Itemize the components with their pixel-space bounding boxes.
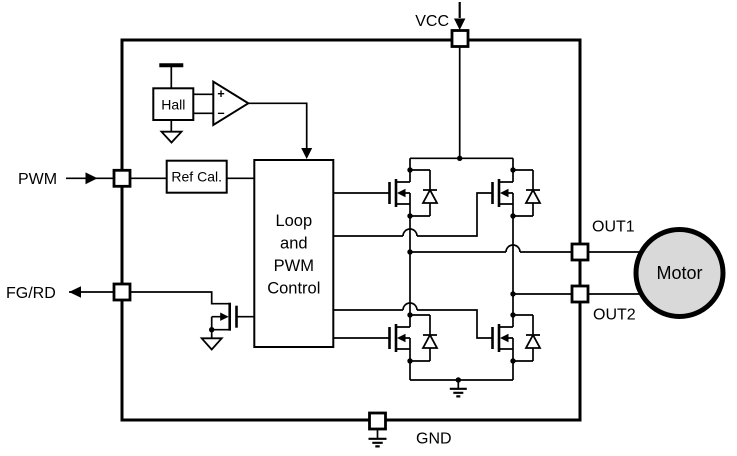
fg-mosfet	[209, 302, 255, 339]
fg-rd-pin	[112, 282, 132, 302]
motor: Motor	[633, 227, 726, 319]
loop-pwm-control-block: Loop and PWM Control	[253, 159, 335, 348]
ref-cal-block	[165, 159, 228, 194]
mosfet-low-side-right	[491, 310, 542, 366]
pwm-label: PWM	[18, 171, 57, 188]
out1-pin	[570, 242, 590, 262]
comparator: + −	[193, 79, 313, 159]
out1-label: OUT1	[592, 219, 635, 236]
h-bridge	[333, 155, 572, 398]
comparator-plus: +	[217, 87, 224, 101]
fg-rd-label: FG/RD	[6, 285, 56, 302]
control-label-line1: Loop	[275, 212, 312, 230]
out2-pin	[570, 284, 590, 304]
motor-circle	[633, 227, 726, 319]
opamp-triangle-icon	[212, 79, 251, 127]
ground-triangle-icon	[199, 337, 224, 351]
control-label-line3: PWM	[274, 257, 314, 275]
gnd-pin	[368, 411, 387, 431]
motor-label: Motor	[656, 263, 702, 283]
vcc-label: VCC	[415, 13, 449, 30]
out2-label: OUT2	[593, 307, 636, 324]
hall-block	[152, 87, 195, 122]
hall-sensor: Hall	[152, 63, 195, 144]
bridge-earth-ground-icon	[449, 377, 467, 398]
loop-pwm-control-box	[253, 159, 335, 348]
pwm-pin	[112, 168, 132, 188]
ground-triangle-icon	[159, 130, 184, 144]
pwm-net	[66, 172, 255, 185]
gnd-label: GND	[416, 431, 452, 448]
mosfet-high-side-right	[491, 166, 542, 220]
gnd-earth-ground-icon	[368, 429, 387, 448]
fg-rd-net	[69, 286, 255, 351]
comparator-minus: −	[217, 107, 224, 121]
ref-cal-label: Ref Cal.	[171, 169, 222, 185]
motor-wires	[588, 251, 643, 295]
ic-boundary	[120, 38, 582, 422]
vcc-net	[454, 2, 466, 159]
vcc-pin	[450, 29, 470, 48]
control-label-line2: and	[280, 235, 308, 253]
mosfet-high-side-left	[388, 166, 439, 220]
hall-label: Hall	[161, 97, 185, 113]
mosfet-low-side-left	[388, 310, 439, 366]
control-label-line4: Control	[267, 280, 320, 298]
